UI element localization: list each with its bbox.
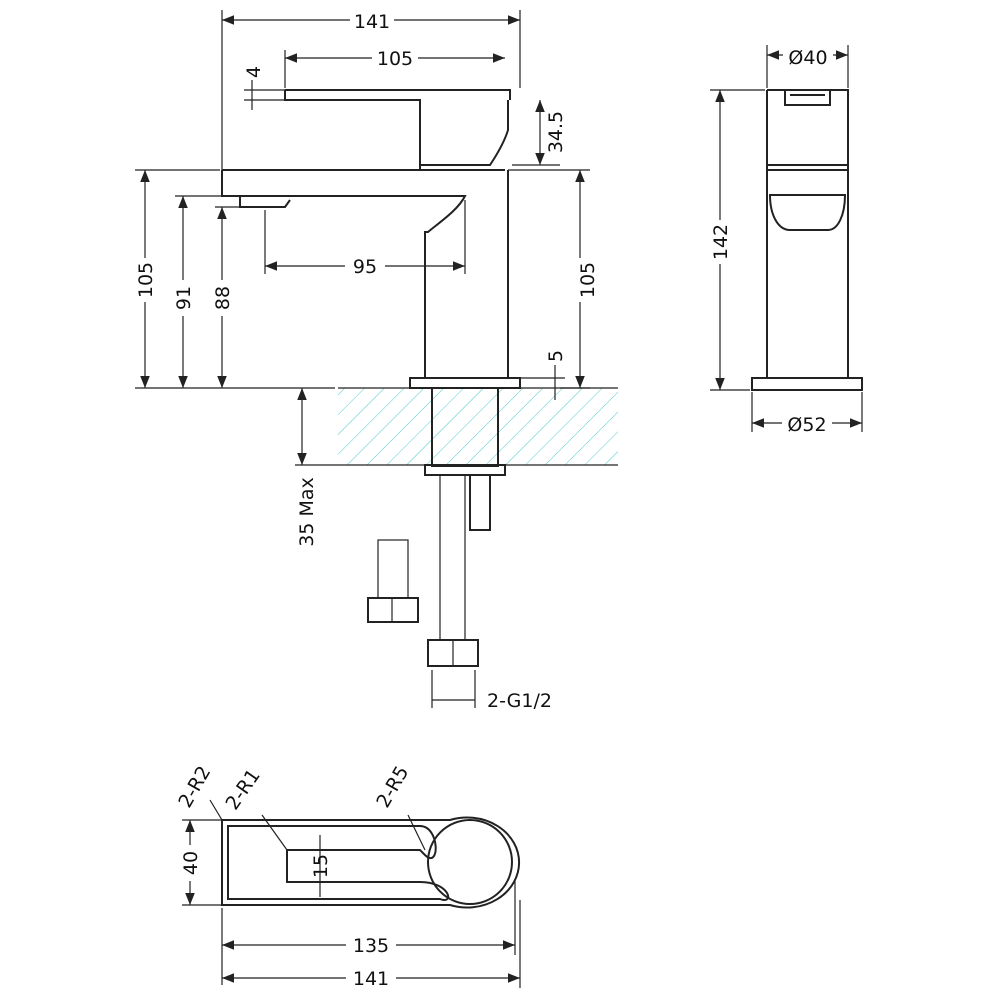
svg-text:15: 15 (310, 854, 332, 878)
dim-spout-reach: 95 (264, 200, 466, 278)
svg-text:Ø52: Ø52 (787, 414, 826, 436)
dim-lever-length: 105 (284, 46, 505, 88)
dim-depth: 40 (178, 819, 222, 906)
svg-text:105: 105 (377, 48, 413, 70)
dim-lever-thickness: 4 (243, 66, 285, 110)
svg-text:Ø40: Ø40 (788, 47, 827, 69)
svg-text:2-G1/2: 2-G1/2 (487, 690, 552, 712)
dim-spout-height: 105 (133, 169, 335, 389)
svg-text:95: 95 (353, 256, 377, 278)
plan-view: 2-R2 2-R1 2-R5 40 15 135 141 (174, 762, 521, 990)
svg-text:105: 105 (577, 262, 599, 298)
shank-and-hoses (367, 387, 506, 667)
svg-text:105: 105 (135, 262, 157, 298)
svg-text:5: 5 (545, 350, 567, 362)
svg-text:91: 91 (173, 286, 195, 310)
tap-body (221, 89, 521, 389)
dim-slot-width: 15 (310, 835, 332, 897)
dim-base-diameter: Ø52 (751, 392, 863, 436)
dim-max-deck: 35 Max (295, 388, 338, 547)
countertop-section (338, 388, 618, 465)
dim-base-thickness: 5 (520, 350, 567, 400)
svg-text:2-R1: 2-R1 (221, 765, 264, 814)
dim-connection: 2-G1/2 (431, 670, 552, 712)
svg-text:40: 40 (180, 851, 202, 875)
svg-text:2-R5: 2-R5 (372, 762, 413, 811)
dim-aerator-height: 91 (171, 195, 222, 388)
dim-length-inner: 135 (221, 880, 516, 985)
side-view: Ø40 142 Ø52 (708, 44, 863, 436)
svg-text:141: 141 (353, 968, 389, 990)
dim-outlet-height: 88 (210, 206, 240, 388)
svg-text:34.5: 34.5 (545, 111, 567, 153)
svg-text:88: 88 (212, 286, 234, 310)
radius-labels: 2-R2 2-R1 2-R5 (174, 762, 426, 851)
svg-text:142: 142 (710, 224, 732, 260)
svg-text:135: 135 (353, 935, 389, 957)
svg-text:35 Max: 35 Max (296, 477, 318, 547)
front-view: 141 105 4 34.5 105 91 (133, 8, 618, 712)
dim-overall-width: 141 (221, 8, 521, 170)
dim-body-height: 105 (508, 169, 599, 389)
svg-text:2-R2: 2-R2 (174, 762, 215, 811)
dim-top-diameter: Ø40 (766, 44, 849, 88)
svg-text:4: 4 (243, 66, 265, 78)
dim-side-height: 142 (708, 89, 765, 391)
dim-handle-height: 34.5 (512, 100, 567, 166)
svg-text:141: 141 (354, 11, 390, 33)
dim-length-overall: 141 (222, 900, 521, 990)
